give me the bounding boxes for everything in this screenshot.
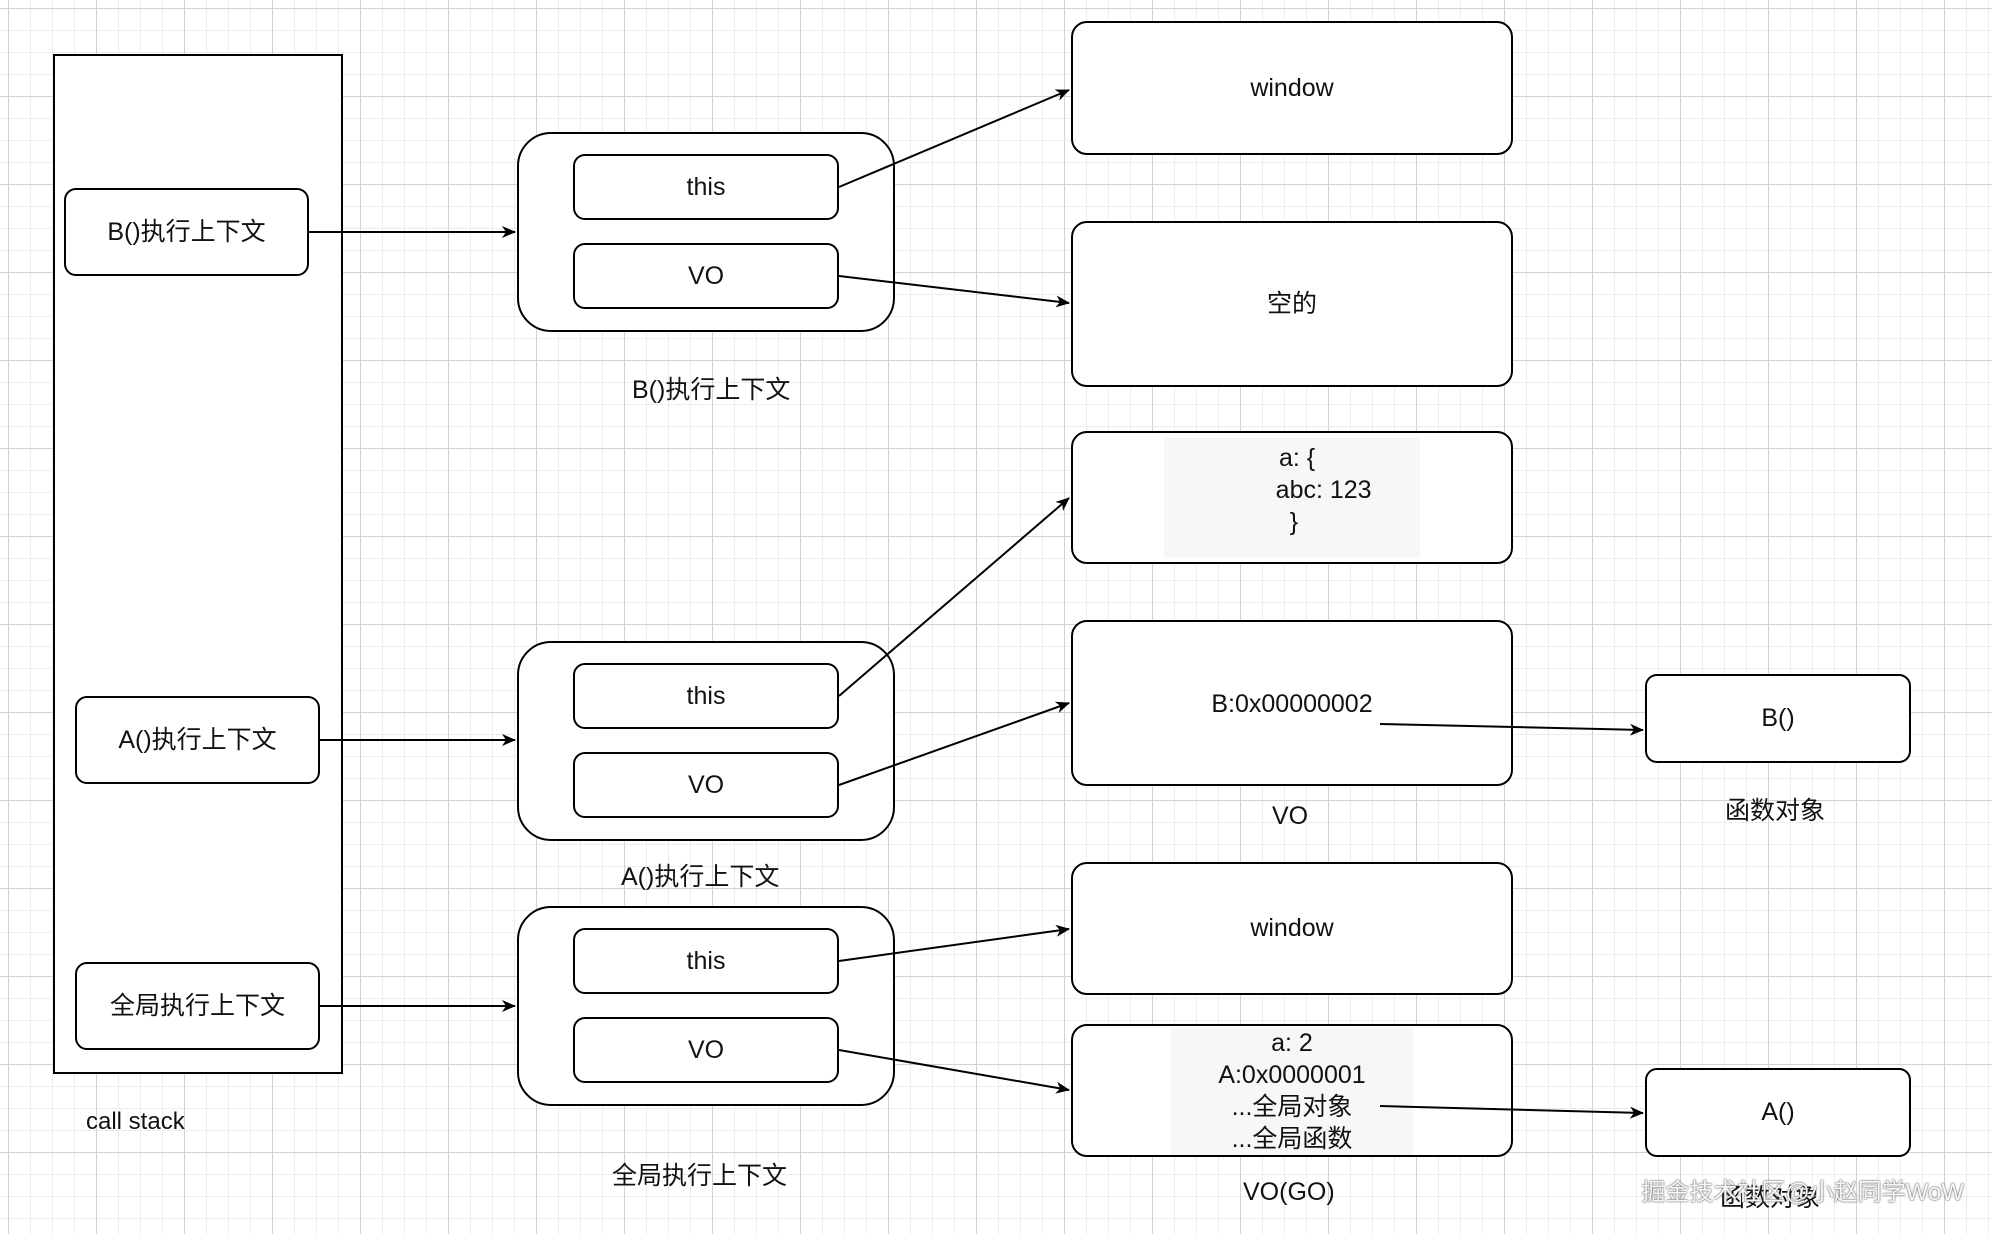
code-line: } bbox=[1262, 507, 1299, 536]
code-line: abc: 123 bbox=[1234, 475, 1372, 504]
arrow-global-vo-to-go bbox=[838, 1049, 1070, 1094]
stack-frame-b: B()执行上下文 bbox=[64, 188, 309, 276]
target-global-vo: a: 2 A:0x0000001 ...全局对象 ...全局函数 bbox=[1071, 1024, 1513, 1157]
vo-line: ...全局对象 bbox=[1231, 1092, 1353, 1121]
function-object-b-caption: 函数对象 bbox=[1725, 797, 1826, 825]
arrow-global-this-to-window bbox=[838, 924, 1070, 962]
call-stack-label: call stack bbox=[86, 1108, 185, 1135]
arrow-a-pointer-to-function bbox=[1379, 1105, 1644, 1119]
context-a-this: this bbox=[573, 663, 839, 729]
global-vo-block: a: 2 A:0x0000001 ...全局对象 ...全局函数 bbox=[1171, 1026, 1413, 1155]
watermark-text: 掘金技术社区@小赵同学WoW bbox=[1641, 1179, 1964, 1206]
stack-frame-global: 全局执行上下文 bbox=[75, 962, 320, 1050]
vo-line: ...全局函数 bbox=[1231, 1124, 1353, 1153]
stack-frame-a: A()执行上下文 bbox=[75, 696, 320, 784]
a-vo-entry: B:0x00000002 bbox=[1211, 690, 1373, 718]
vo-line: A:0x0000001 bbox=[1218, 1060, 1366, 1089]
arrow-b-this-to-window bbox=[838, 89, 1070, 188]
target-a-vo: B:0x00000002 bbox=[1071, 620, 1513, 786]
arrow-b-pointer-to-function bbox=[1379, 723, 1644, 736]
target-a-this-object: a: { abc: 123 } bbox=[1071, 431, 1513, 564]
a-vo-caption: VO bbox=[1272, 802, 1309, 830]
target-global-this-window: window bbox=[1071, 862, 1513, 995]
arrow-a-vo-to-vo bbox=[838, 701, 1070, 786]
context-a-caption: A()执行上下文 bbox=[621, 863, 780, 891]
context-global-this: this bbox=[573, 928, 839, 994]
function-object-b: B() bbox=[1645, 674, 1911, 763]
target-b-this-window: window bbox=[1071, 21, 1513, 155]
context-a-vo: VO bbox=[573, 752, 839, 818]
arrow-b-vo-to-empty bbox=[838, 275, 1070, 308]
context-b-this: this bbox=[573, 154, 839, 220]
global-vo-caption: VO(GO) bbox=[1243, 1178, 1335, 1206]
code-line: a: { bbox=[1279, 443, 1316, 472]
vo-line: a: 2 bbox=[1271, 1028, 1313, 1057]
context-b-vo: VO bbox=[573, 243, 839, 309]
context-global-vo: VO bbox=[573, 1017, 839, 1083]
context-b-caption: B()执行上下文 bbox=[632, 376, 791, 404]
arrow-a-this-to-object bbox=[838, 497, 1070, 697]
function-object-a-caption: 函数对象 bbox=[1720, 1184, 1821, 1212]
object-code-block: a: { abc: 123 } bbox=[1164, 437, 1420, 558]
function-object-a: A() bbox=[1645, 1068, 1911, 1157]
context-global-caption: 全局执行上下文 bbox=[612, 1162, 788, 1190]
target-b-vo-empty: 空的 bbox=[1071, 221, 1513, 387]
